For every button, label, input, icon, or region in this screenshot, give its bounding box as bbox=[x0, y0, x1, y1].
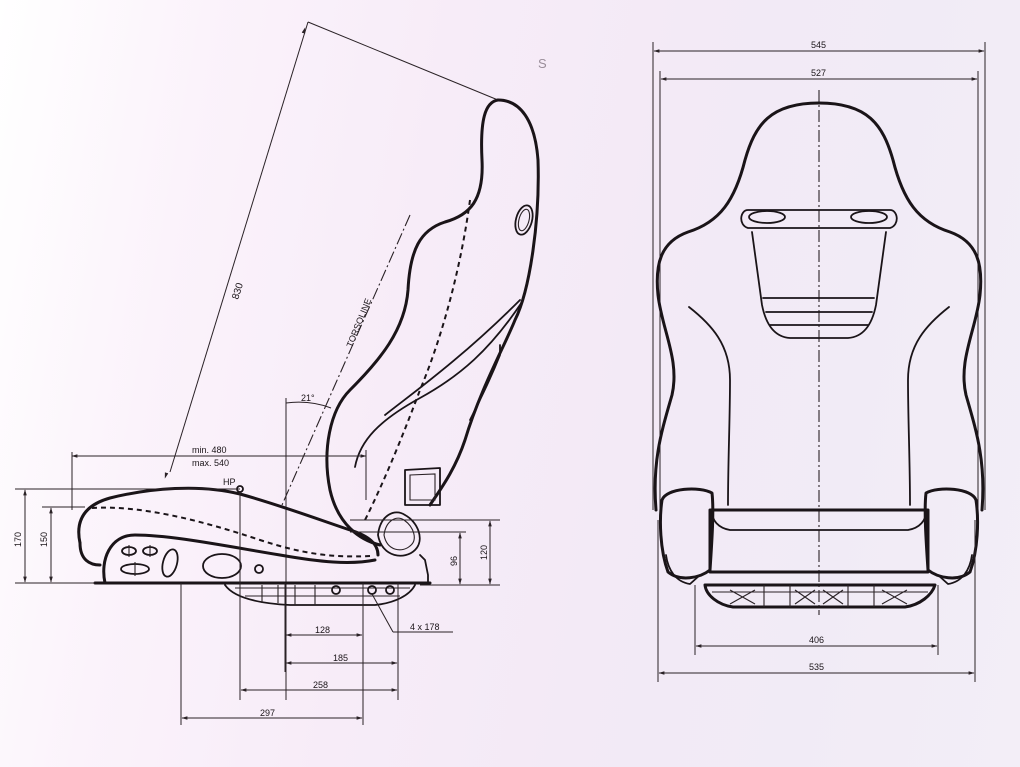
label-150: 150 bbox=[39, 532, 49, 547]
angle-21: 21° bbox=[285, 393, 332, 700]
label-96: 96 bbox=[449, 556, 459, 566]
recliner-mechanism bbox=[377, 467, 441, 584]
front-cushion bbox=[708, 508, 930, 574]
dimension-reach: min. 480 max. 540 bbox=[71, 445, 367, 510]
label-406: 406 bbox=[809, 635, 824, 645]
label-297: 297 bbox=[260, 708, 275, 718]
mount-hole-icon bbox=[331, 585, 341, 595]
side-view: 830 TORSOLINE 21° bbox=[13, 21, 540, 725]
dimension-mounts: 128 185 258 297 4 x 178 bbox=[180, 492, 453, 725]
label-reach-max: max. 540 bbox=[192, 458, 229, 468]
label-torsoline: TORSOLINE bbox=[345, 297, 374, 349]
dimension-830: 830 bbox=[164, 21, 499, 479]
front-seat-outline bbox=[653, 101, 985, 512]
label-128: 128 bbox=[315, 625, 330, 635]
mount-hole-icon bbox=[385, 585, 395, 595]
seat-backrest-outline bbox=[428, 98, 540, 507]
label-527: 527 bbox=[811, 68, 826, 78]
dimension-heights-front: 170 150 bbox=[13, 488, 240, 584]
label-185: 185 bbox=[333, 653, 348, 663]
label-21-deg: 21° bbox=[301, 393, 315, 403]
left-bolster-line bbox=[688, 306, 731, 506]
label-120: 120 bbox=[479, 545, 489, 560]
corner-mark: S bbox=[538, 56, 547, 71]
slider-rails bbox=[224, 584, 416, 606]
label-170: 170 bbox=[13, 532, 23, 547]
label-reach-min: min. 480 bbox=[192, 445, 227, 455]
dimension-heights-rear: 96 120 bbox=[350, 519, 500, 586]
front-view: 545 527 bbox=[652, 40, 986, 682]
seat-bolster-line bbox=[384, 299, 521, 416]
seat-lower-shell bbox=[102, 533, 377, 585]
label-545: 545 bbox=[811, 40, 826, 50]
backrest-dashed-contour bbox=[364, 199, 471, 521]
cushion-dashed-contour bbox=[91, 506, 371, 558]
label-830: 830 bbox=[230, 281, 246, 301]
harness-opening bbox=[740, 209, 898, 339]
seat-backrest-front-outline bbox=[325, 98, 500, 547]
label-4x178: 4 x 178 bbox=[410, 622, 440, 632]
harness-slot-icon bbox=[514, 204, 534, 236]
label-535: 535 bbox=[809, 662, 824, 672]
label-hp: HP bbox=[223, 477, 236, 487]
label-258: 258 bbox=[313, 680, 328, 690]
front-base-rails bbox=[703, 583, 937, 609]
right-bolster-line bbox=[907, 306, 950, 506]
adjuster-controls bbox=[120, 545, 264, 579]
seat-bolster-line-inner bbox=[354, 301, 523, 468]
mount-hole-icon bbox=[367, 585, 377, 595]
